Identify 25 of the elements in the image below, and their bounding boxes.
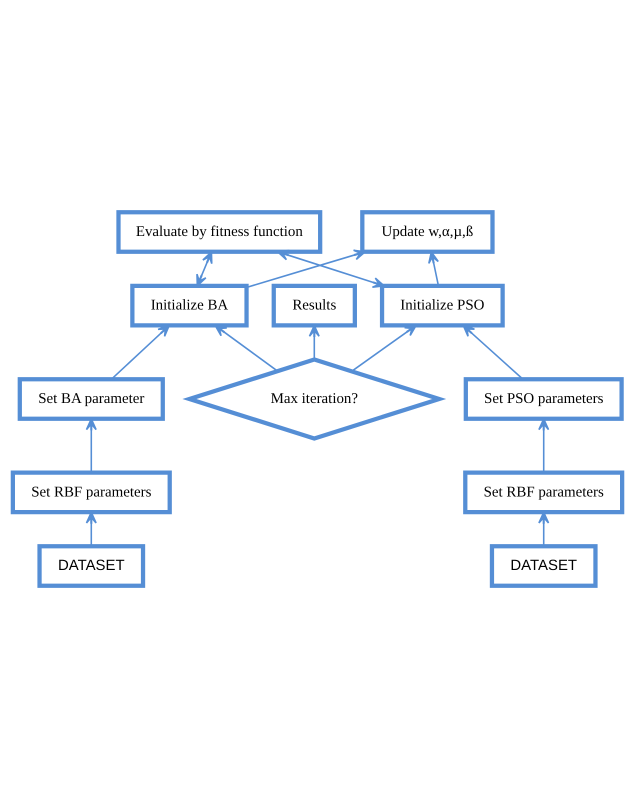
- arrow: [196, 251, 213, 287]
- node-box: Set BA parameter: [18, 377, 165, 421]
- node-diamond: Max iteration?: [182, 357, 446, 441]
- node-box: Set PSO parameters: [464, 377, 624, 421]
- node-box: Set RBF parameters: [463, 470, 624, 514]
- arrow: [86, 512, 97, 546]
- node-box: Update w,α,µ,ß: [360, 210, 495, 254]
- arrow: [111, 324, 170, 380]
- arrow: [308, 324, 320, 360]
- node-box: Initialize PSO: [380, 284, 505, 328]
- arrow: [214, 324, 278, 372]
- arrow: [538, 512, 550, 546]
- arrow: [462, 324, 524, 380]
- arrow: [276, 250, 385, 288]
- node-box: Initialize BA: [130, 284, 249, 328]
- arrow: [351, 324, 417, 372]
- node-box: DATASET: [490, 544, 598, 588]
- arrow: [86, 418, 97, 472]
- node-box: Evaluate by fitness function: [116, 210, 322, 254]
- node-box: Results: [272, 284, 357, 328]
- arrow: [538, 418, 550, 472]
- arrow: [428, 251, 440, 286]
- arrow: [246, 249, 366, 288]
- node-box: Set RBF parameters: [10, 470, 172, 514]
- node-box: DATASET: [37, 544, 146, 588]
